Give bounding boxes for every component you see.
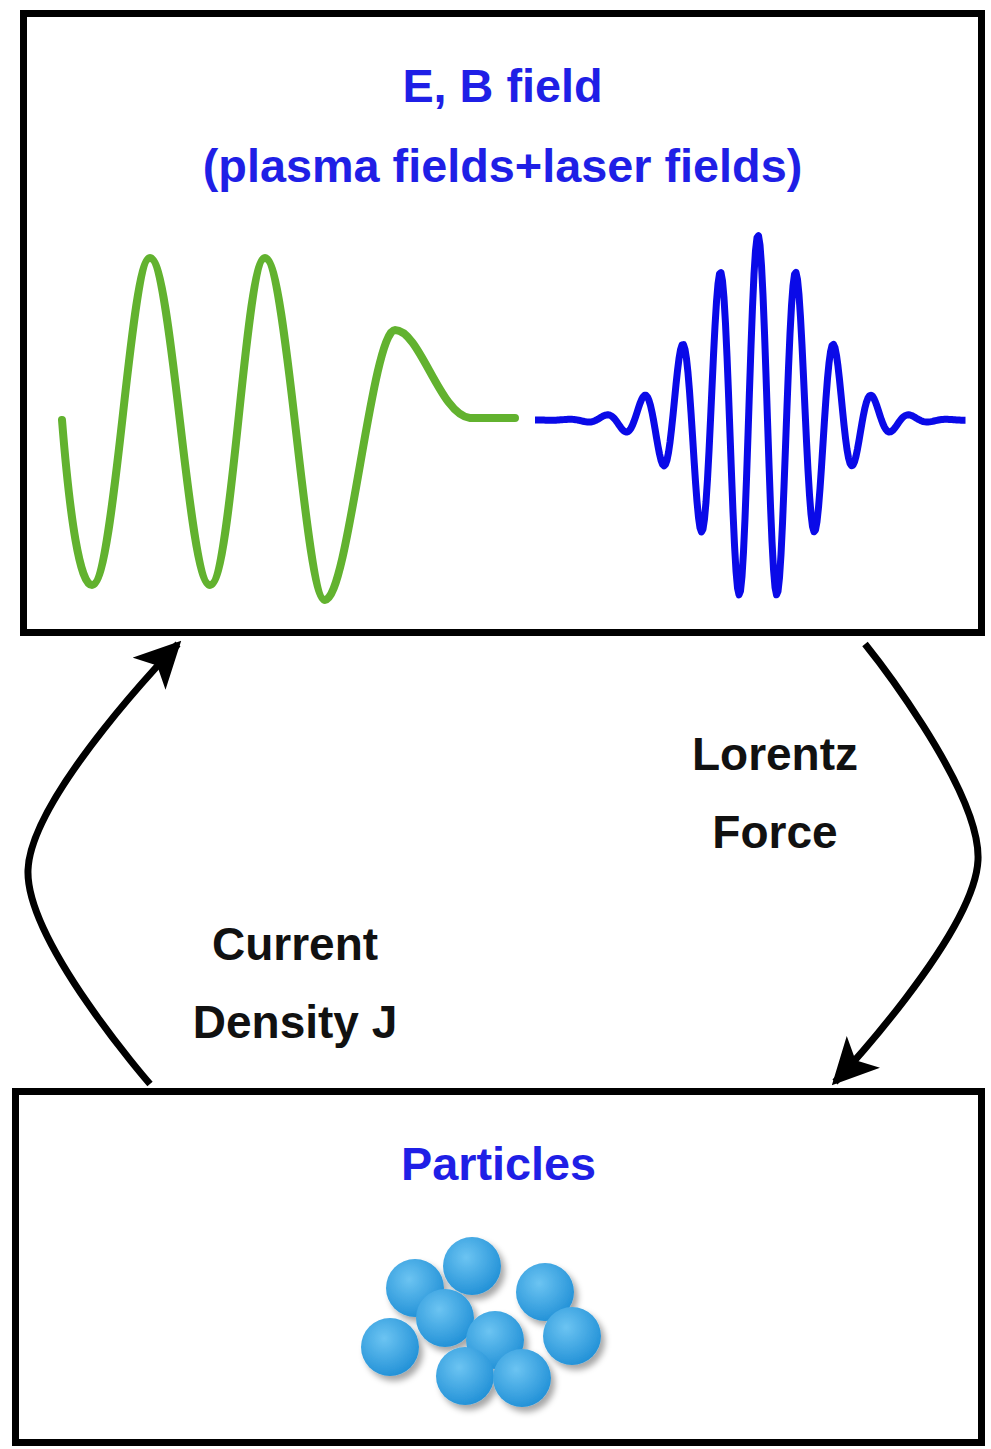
laser-pulse bbox=[535, 236, 966, 595]
particles-title: Particles bbox=[19, 1125, 978, 1205]
particle bbox=[361, 1318, 419, 1376]
particle bbox=[543, 1307, 601, 1365]
field-box: E, B field(plasma fields+laser fields) bbox=[20, 10, 985, 636]
edge-label: Lorentz Force bbox=[660, 715, 890, 871]
particle bbox=[416, 1289, 474, 1347]
field-title: E, B field bbox=[27, 47, 978, 127]
feedback-arrow bbox=[28, 644, 178, 1084]
particle bbox=[436, 1347, 494, 1405]
field-subtitle: (plasma fields+laser fields) bbox=[27, 127, 978, 207]
particle bbox=[493, 1349, 551, 1407]
particles-box: Particles bbox=[12, 1088, 985, 1446]
particle-cluster bbox=[361, 1237, 601, 1407]
edge-label: Current Density J bbox=[160, 905, 430, 1061]
feedback-arrow bbox=[835, 644, 978, 1082]
plasma-wave bbox=[62, 258, 515, 600]
particle bbox=[443, 1237, 501, 1295]
